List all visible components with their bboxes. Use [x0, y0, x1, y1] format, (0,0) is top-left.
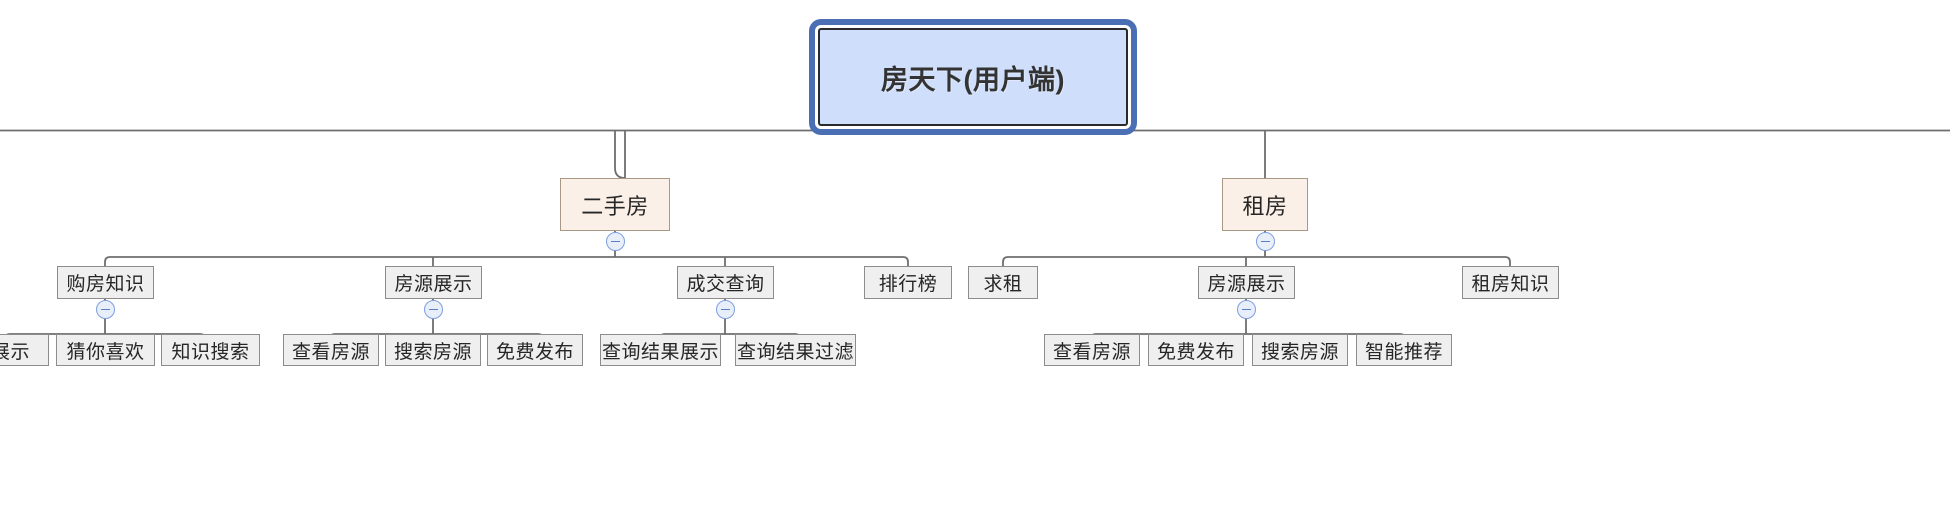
- root-node-fangtianxia[interactable]: 房天下(用户端): [809, 19, 1137, 135]
- leaf-zhinengtuijian[interactable]: 智能推荐: [1356, 334, 1452, 366]
- leaf-chakanfangyuan-zufang[interactable]: 查看房源: [1044, 334, 1140, 366]
- leaf-mianfeifabu-ershou[interactable]: 免费发布: [487, 334, 583, 366]
- collapse-toggle-fangyuanzhanshi-ershou[interactable]: [423, 300, 443, 319]
- branch-node-zufang[interactable]: 租房: [1222, 178, 1308, 231]
- collapse-toggle-chengjiaochaxun[interactable]: [715, 300, 735, 319]
- collapse-toggle-zufang[interactable]: [1255, 232, 1275, 251]
- collapse-toggle-ershoufang[interactable]: [605, 232, 625, 251]
- leaf-zhanshi[interactable]: 展示: [0, 334, 49, 366]
- minus-icon: [428, 308, 438, 311]
- node-fangyuanzhanshi-zufang[interactable]: 房源展示: [1198, 266, 1295, 299]
- node-paihangbang[interactable]: 排行榜: [864, 266, 952, 299]
- node-qiuzu[interactable]: 求租: [968, 266, 1038, 299]
- node-goufangzhishi[interactable]: 购房知识: [57, 266, 154, 299]
- node-chengjiaochaxun[interactable]: 成交查询: [677, 266, 774, 299]
- leaf-chakanfangyuan-ershou[interactable]: 查看房源: [283, 334, 379, 366]
- leaf-mianfeifabu-zufang[interactable]: 免费发布: [1148, 334, 1244, 366]
- minus-icon: [720, 308, 730, 311]
- leaf-chaxunjieguozhanshi[interactable]: 查询结果展示: [600, 334, 721, 366]
- collapse-toggle-fangyuanzhanshi-zufang[interactable]: [1236, 300, 1256, 319]
- minus-icon: [100, 308, 110, 311]
- leaf-sousuofangyuan-zufang[interactable]: 搜索房源: [1252, 334, 1348, 366]
- node-zufangzhishi[interactable]: 租房知识: [1462, 266, 1559, 299]
- leaf-chaxunjieguoguolv[interactable]: 查询结果过滤: [735, 334, 856, 366]
- leaf-zhishisousuo[interactable]: 知识搜索: [161, 334, 260, 366]
- collapse-toggle-goufangzhishi[interactable]: [95, 300, 115, 319]
- minus-icon: [1260, 240, 1270, 243]
- node-fangyuanzhanshi-ershou[interactable]: 房源展示: [385, 266, 482, 299]
- leaf-sousuofangyuan-ershou[interactable]: 搜索房源: [385, 334, 481, 366]
- leaf-cainixihuan[interactable]: 猜你喜欢: [56, 334, 155, 366]
- branch-node-ershoufang[interactable]: 二手房: [560, 178, 670, 231]
- minus-icon: [610, 240, 620, 243]
- minus-icon: [1241, 308, 1251, 311]
